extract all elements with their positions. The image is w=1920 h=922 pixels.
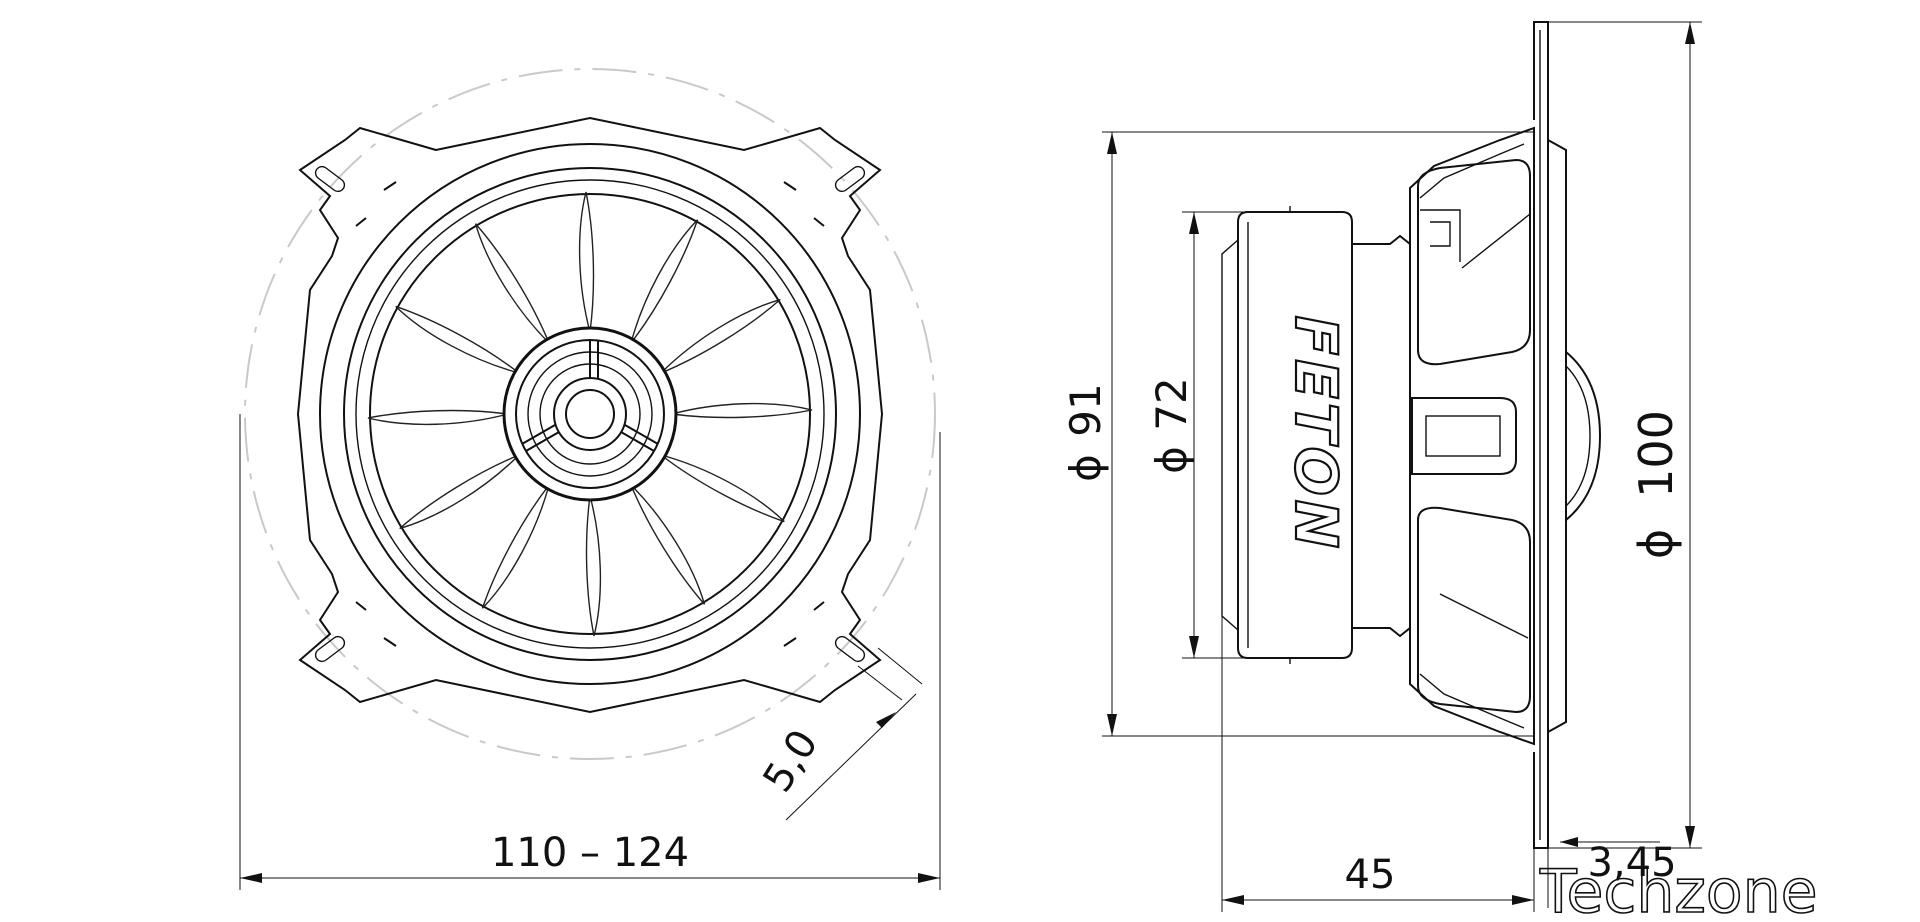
magnet-assembly: FETON xyxy=(1221,206,1353,664)
basket xyxy=(1352,126,1535,746)
mounting-circle xyxy=(244,68,936,760)
outer-diameter-dimension: ϕ 100 xyxy=(1548,21,1702,849)
flange xyxy=(1533,21,1602,849)
center-grille xyxy=(502,326,678,502)
magnet-diameter-label: 72 xyxy=(1147,377,1196,430)
depth-label: 45 xyxy=(1345,852,1396,898)
side-view: FETON xyxy=(1061,21,1702,912)
magnet-diameter-dimension: ϕ 72 xyxy=(1147,211,1248,659)
magnet-diameter-symbol: ϕ xyxy=(1147,446,1196,474)
basket-diameter-dimension: ϕ 91 xyxy=(1061,131,1534,737)
mounting-slot xyxy=(834,635,866,663)
surround-ring xyxy=(343,167,837,661)
mounting-slot xyxy=(314,635,346,663)
surround-inner-ring xyxy=(355,179,825,649)
watermark: Techzone xyxy=(1539,857,1818,922)
mounting-slot xyxy=(314,165,346,193)
outer-diameter-symbol: ϕ xyxy=(1629,529,1683,559)
slot-width-label: 5,0 xyxy=(755,722,828,800)
mounting-slot xyxy=(834,165,866,193)
flange-thickness-label: 3,45 xyxy=(1587,840,1676,886)
mount-range-dimension: 110 – 124 xyxy=(239,414,941,890)
basket-diameter-symbol: ϕ xyxy=(1061,454,1110,482)
front-view: 110 – 124 5,0 xyxy=(239,68,941,890)
depth-dimension: 45 xyxy=(1221,254,1535,912)
flange-thickness-dimension: 3,45 xyxy=(1547,837,1677,908)
outer-ring xyxy=(319,143,861,685)
mount-range-label: 110 – 124 xyxy=(491,830,689,876)
cone-edge xyxy=(369,193,811,635)
speaker-frame xyxy=(296,116,884,714)
outer-diameter-label: 100 xyxy=(1629,410,1683,498)
brand-logo: FETON xyxy=(1282,316,1350,553)
slot-width-dimension: 5,0 xyxy=(755,647,923,821)
basket-diameter-label: 91 xyxy=(1061,383,1110,436)
